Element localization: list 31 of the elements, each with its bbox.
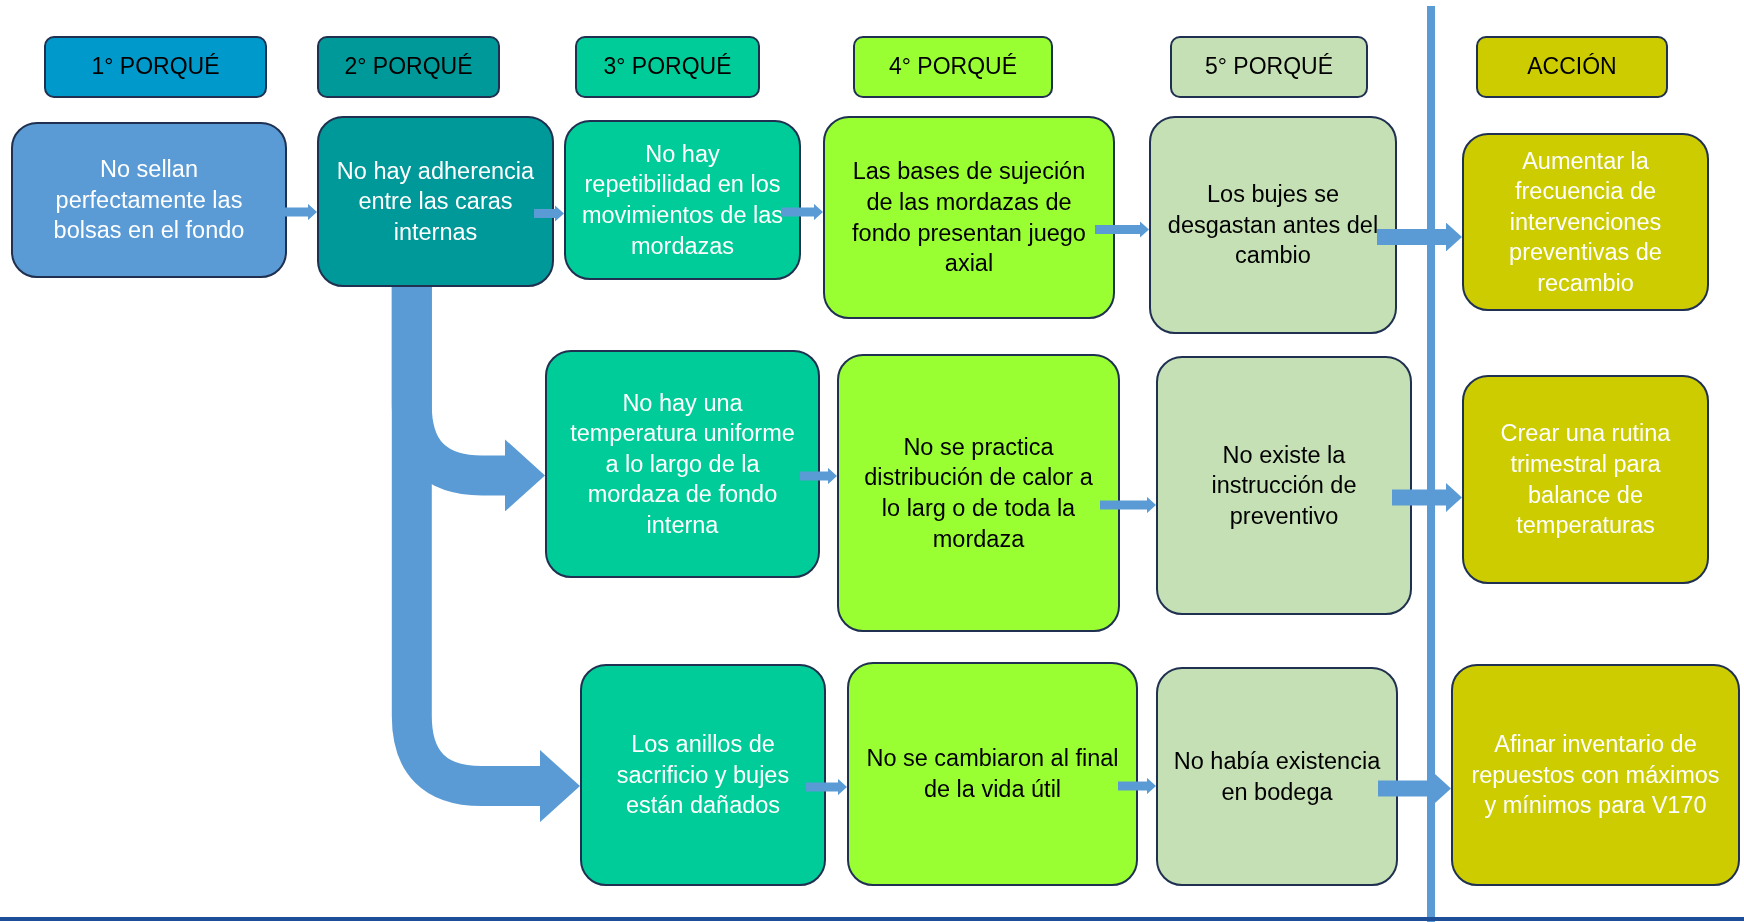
column-header: 5° PORQUÉ: [1170, 36, 1368, 98]
cause-box: Los anillos de sacrificio y bujes están dañados: [580, 664, 826, 886]
arrow: [1377, 222, 1462, 252]
arrow: [1100, 496, 1156, 514]
arrow: [800, 467, 837, 485]
cause-box: Las bases de sujeción de las mordazas de fondo presentan juego axial: [823, 116, 1115, 319]
cause-box: No hay una temperatura uniforme a lo largo de la mordaza de fondo interna: [545, 350, 820, 578]
cause-box: No sellan perfectamente las bolsas en el fondo: [11, 122, 287, 278]
arrow: [534, 205, 564, 222]
cause-box: Crear una rutina trimestral para balance de temperaturas: [1462, 375, 1709, 584]
arrow: [781, 203, 823, 221]
cause-box: No se cambiaron al final de la vida útil: [847, 662, 1138, 886]
cause-box: No hay repetibilidad en los movimientos de las mordazas: [564, 120, 801, 280]
column-header: 2° PORQUÉ: [317, 36, 500, 98]
arrow: [1095, 221, 1149, 238]
cause-box: No se practica distribución de calor a lo larg o de toda la mordaza: [837, 354, 1120, 632]
branch-arrow: [391, 287, 580, 823]
arrow: [1378, 774, 1451, 803]
cause-box: No hay adherencia entre las caras internas: [317, 116, 554, 287]
column-header: ACCIÓN: [1476, 36, 1668, 98]
cause-box: Los bujes se desgastan antes del cambio: [1149, 116, 1397, 334]
column-header: 3° PORQUÉ: [575, 36, 760, 98]
arrow: [1392, 483, 1462, 512]
column-header: 4° PORQUÉ: [853, 36, 1053, 98]
arrow: [806, 778, 847, 796]
cause-box: Aumentar la frecuencia de intervenciones preventivas de recambio: [1462, 133, 1709, 311]
cause-box: Afinar inventario de repuestos con máximos y mínimos para V170: [1451, 664, 1740, 886]
arrow: [1118, 777, 1156, 795]
cause-box: No había existencia en bodega: [1156, 667, 1398, 886]
cause-box: No existe la instrucción de preventivo: [1156, 356, 1412, 615]
column-header: 1° PORQUÉ: [44, 36, 267, 98]
